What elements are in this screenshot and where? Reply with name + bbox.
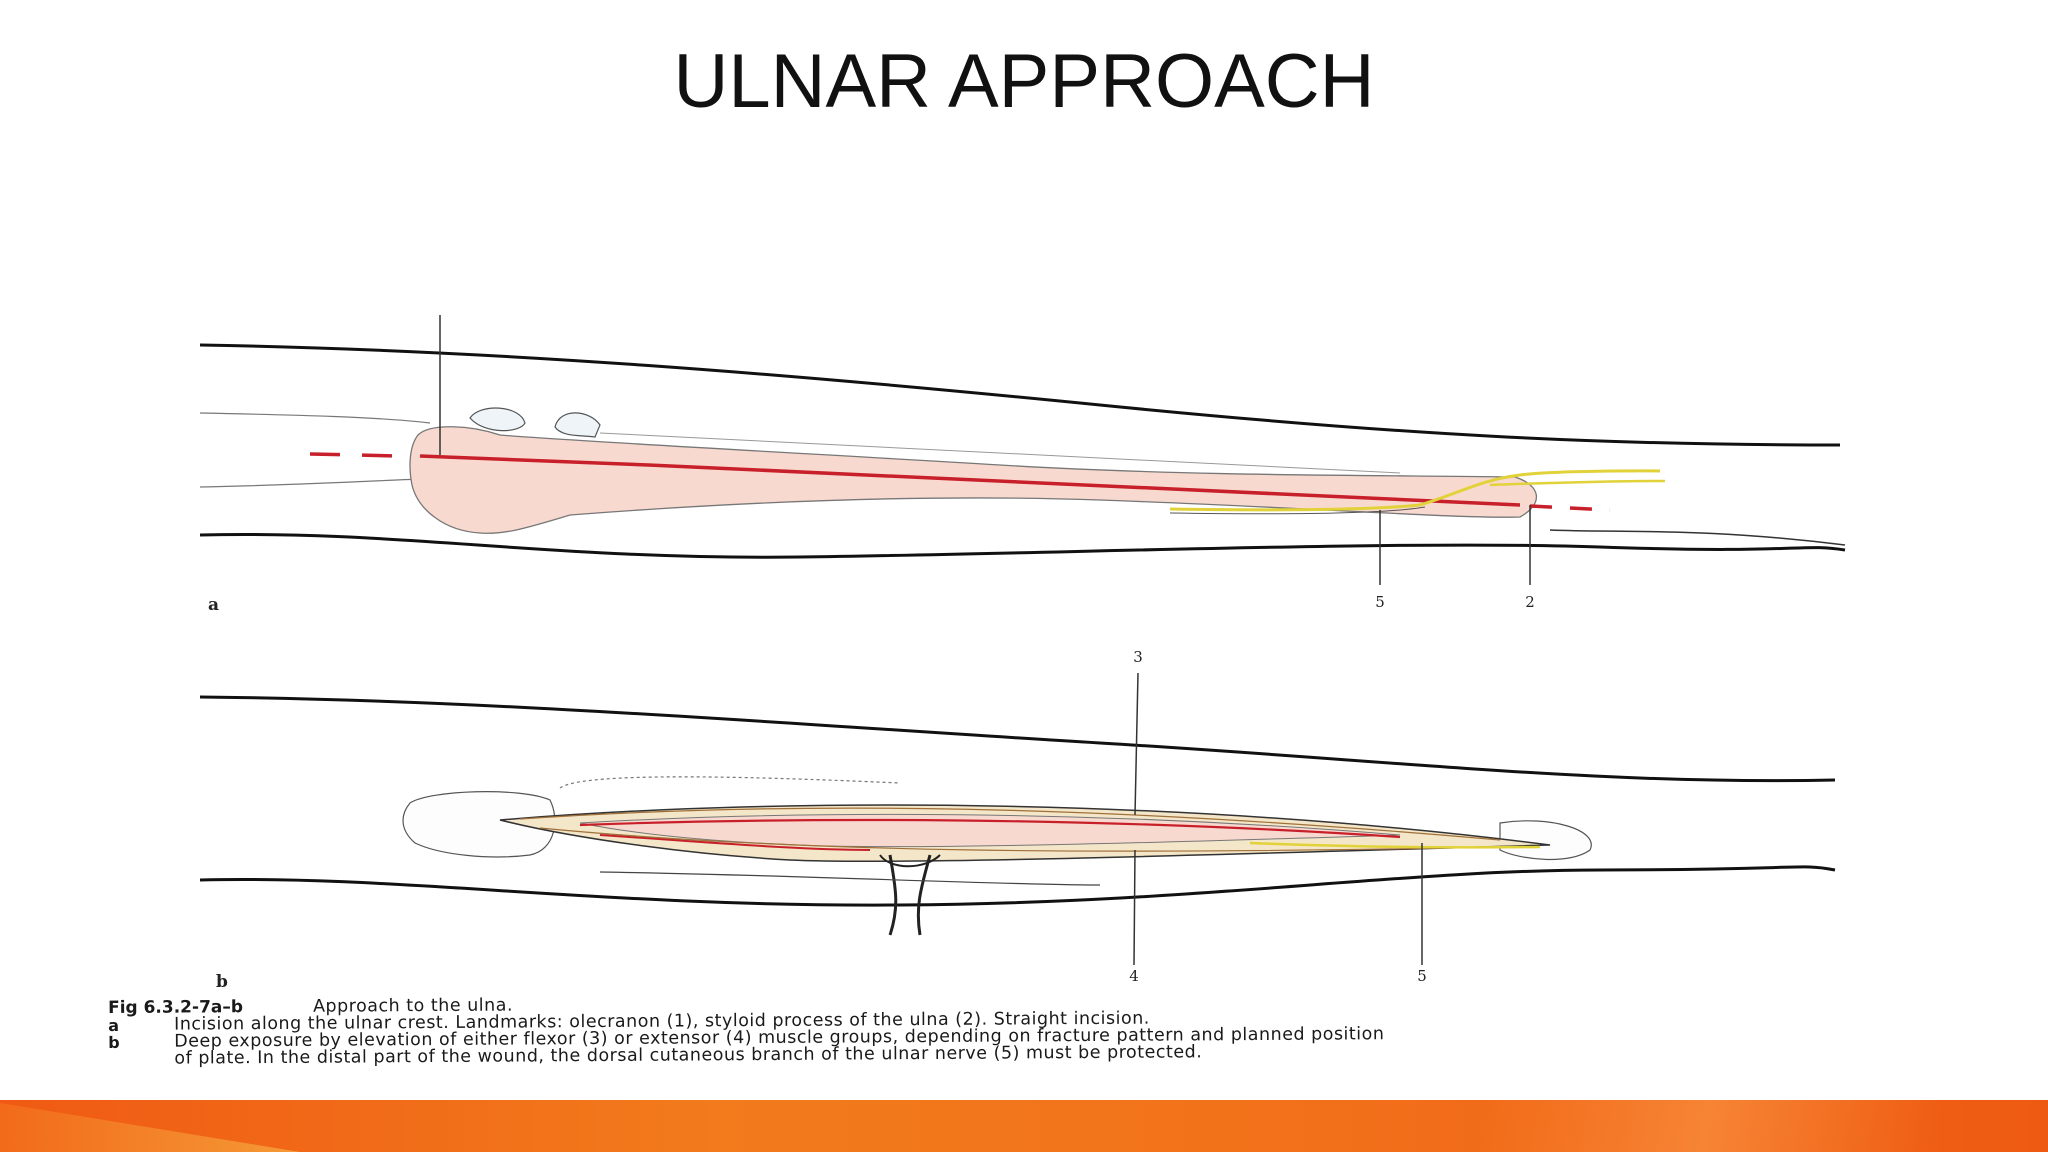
panel-a-callout-2: 2 [1525, 593, 1535, 611]
figure-caption: Fig 6.3.2-7a–b Approach to the ulna. a I… [108, 989, 1828, 1069]
panel-b-callout-5: 5 [1417, 967, 1427, 985]
panel-a-callout-5: 5 [1375, 593, 1385, 611]
panel-b-letter: b [216, 972, 228, 992]
caption-key-a: a [108, 1015, 120, 1035]
caption-key-b: b [108, 1032, 120, 1052]
bottom-accent-band [0, 1100, 2048, 1152]
slide-title: ULNAR APPROACH [673, 39, 1375, 124]
panel-b-drawing [199, 672, 1836, 966]
anatomical-illustration [199, 315, 1846, 966]
panel-b-callout-3: 3 [1133, 648, 1143, 666]
panel-a-drawing [199, 315, 1846, 585]
panel-a-letter: a [208, 595, 220, 615]
panel-b-callout-4: 4 [1129, 967, 1139, 985]
bottom-accent-sheen [1480, 1100, 2048, 1152]
ulna-approach-figure: a 5 2 b 3 4 5 [100, 295, 1900, 1100]
